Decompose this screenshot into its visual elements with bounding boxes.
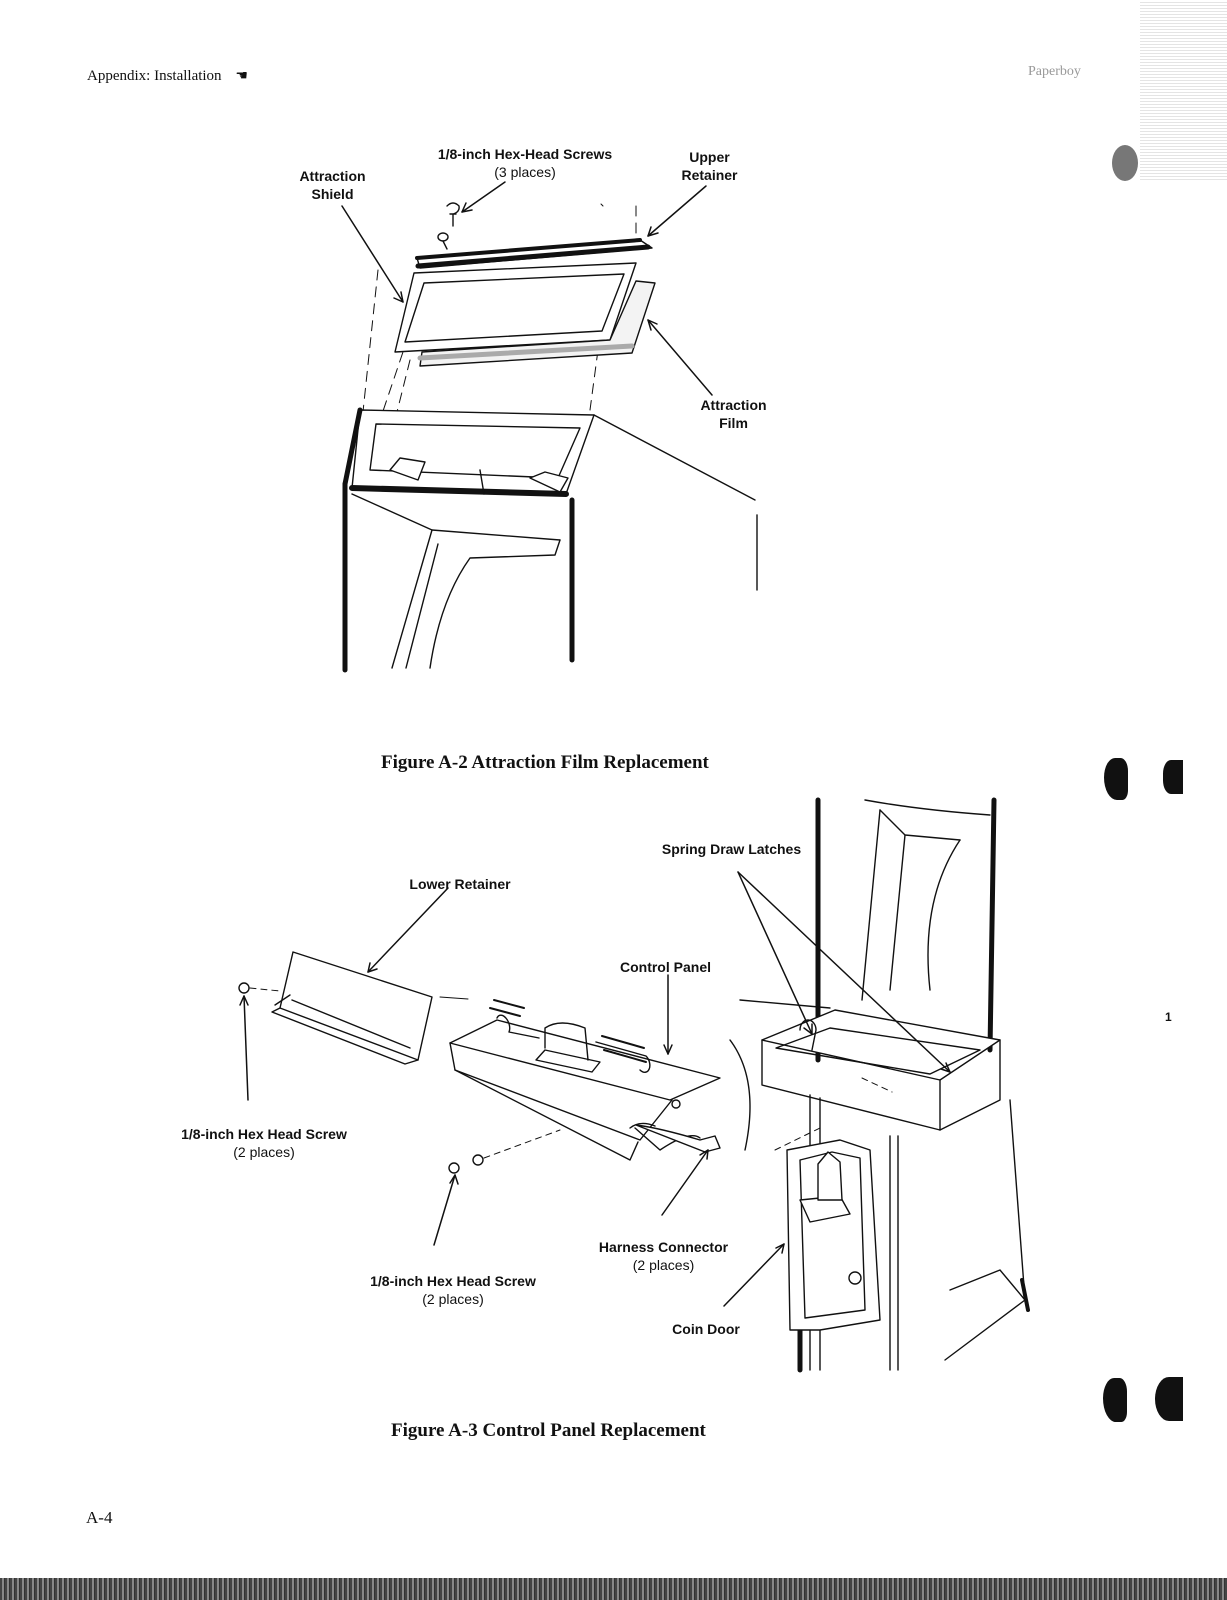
screw-bottom-title: 1/8-inch Hex Head Screw xyxy=(370,1273,536,1289)
film-line2: Film xyxy=(719,415,748,431)
label-control-panel: Control Panel xyxy=(608,958,723,976)
scan-bottom-edge xyxy=(0,1578,1227,1600)
pointer-hand-icon: ☚ xyxy=(235,69,248,84)
upper-retainer-line1: Upper xyxy=(689,149,730,165)
coin-door-text: Coin Door xyxy=(672,1321,740,1337)
harness-title: Harness Connector xyxy=(598,1239,729,1255)
punch-hole-mark xyxy=(1104,758,1128,800)
harness-connector-part xyxy=(635,1124,721,1153)
label-attraction-shield: Attraction Shield xyxy=(285,167,380,203)
hex-screw-left-icon xyxy=(238,982,281,994)
figure-a2-caption: Figure A-2 Attraction Film Replacement xyxy=(381,752,709,773)
upper-retainer-part xyxy=(415,238,653,269)
shield-line2: Shield xyxy=(311,186,354,202)
label-hex-screw-bottom: 1/8-inch Hex Head Screw (2 places) xyxy=(356,1272,550,1308)
header-section-text: Appendix: Installation xyxy=(87,68,222,84)
attraction-shield-part xyxy=(394,262,637,353)
control-panel-part xyxy=(449,999,721,1161)
label-spring-draw-latches: Spring Draw Latches xyxy=(644,840,819,858)
label-coin-door: Coin Door xyxy=(656,1320,756,1338)
label-lower-retainer: Lower Retainer xyxy=(390,875,530,893)
screw-bottom-note: (2 places) xyxy=(422,1291,484,1307)
game-cabinet-part xyxy=(729,797,1030,1373)
label-hex-head-screws: 1/8-inch Hex-Head Screws (3 places) xyxy=(420,145,630,181)
figure-a3-leader-lines xyxy=(239,871,951,1307)
lower-retainer-part xyxy=(271,951,433,1065)
film-line1: Attraction xyxy=(700,397,767,413)
upper-retainer-line2: Retainer xyxy=(681,167,738,183)
scan-smudge xyxy=(1112,145,1138,181)
figure-a2-leader-lines xyxy=(341,181,713,396)
attraction-film-illustration xyxy=(341,181,758,673)
label-attraction-film: Attraction Film xyxy=(686,396,781,432)
running-header-title: Paperboy xyxy=(1028,64,1081,79)
margin-mark: 1 xyxy=(1165,1010,1172,1024)
harness-note: (2 places) xyxy=(632,1257,695,1273)
punch-hole-mark xyxy=(1163,760,1183,794)
screws-note: (3 places) xyxy=(494,164,556,180)
shield-line1: Attraction xyxy=(299,168,366,184)
control-panel-text: Control Panel xyxy=(619,959,711,975)
label-hex-screw-left: 1/8-inch Hex Head Screw (2 places) xyxy=(167,1125,361,1161)
cabinet-top-part xyxy=(342,407,758,673)
running-header-section: Appendix: Installation ☚ xyxy=(87,68,248,85)
label-upper-retainer: Upper Retainer xyxy=(662,148,757,184)
scan-edge-shading xyxy=(1140,0,1227,180)
attraction-film-part xyxy=(417,280,656,367)
lower-retainer-text: Lower Retainer xyxy=(409,876,511,892)
screw-left-note: (2 places) xyxy=(233,1144,295,1160)
screws-title: 1/8-inch Hex-Head Screws xyxy=(437,146,613,162)
punch-hole-mark xyxy=(1155,1377,1183,1421)
hex-screw-bottom-icon xyxy=(448,1129,561,1174)
hex-screw-upper-icon xyxy=(446,202,460,227)
screw-left-title: 1/8-inch Hex Head Screw xyxy=(181,1126,347,1142)
hex-screw-lower-icon xyxy=(437,232,449,250)
page-number: A-4 xyxy=(86,1508,113,1527)
spring-latches-text: Spring Draw Latches xyxy=(661,841,802,857)
punch-hole-mark xyxy=(1103,1378,1127,1422)
figure-a3-caption: Figure A-3 Control Panel Replacement xyxy=(391,1420,706,1441)
guide-line-retainer xyxy=(439,996,469,1000)
label-harness-connector: Harness Connector (2 places) xyxy=(586,1238,741,1274)
